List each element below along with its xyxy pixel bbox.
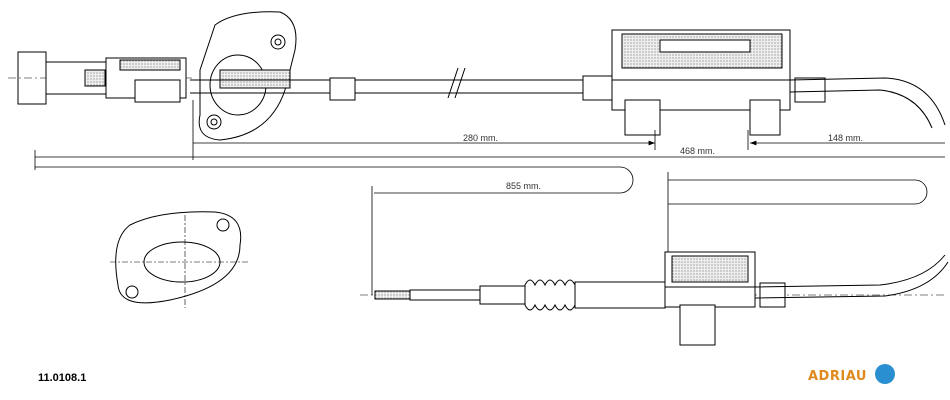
part-number: 11.0108.1 (38, 372, 86, 384)
dimension-855-label: 855 mm. (506, 181, 541, 191)
bottom-cable-assembly (360, 251, 949, 346)
dimension-lines (34, 100, 945, 295)
flange-gasket (110, 211, 250, 308)
dimension-148-label: 148 mm. (828, 133, 863, 143)
top-cable-assembly (8, 11, 946, 141)
brand-logo-badge (875, 364, 895, 384)
brand-logo-text: ADRIAU (808, 369, 867, 384)
brand-logo: ADRIAU (808, 364, 895, 384)
dimension-468-label: 468 mm. (680, 146, 715, 156)
dimension-280-label: 280 mm. (463, 133, 498, 143)
